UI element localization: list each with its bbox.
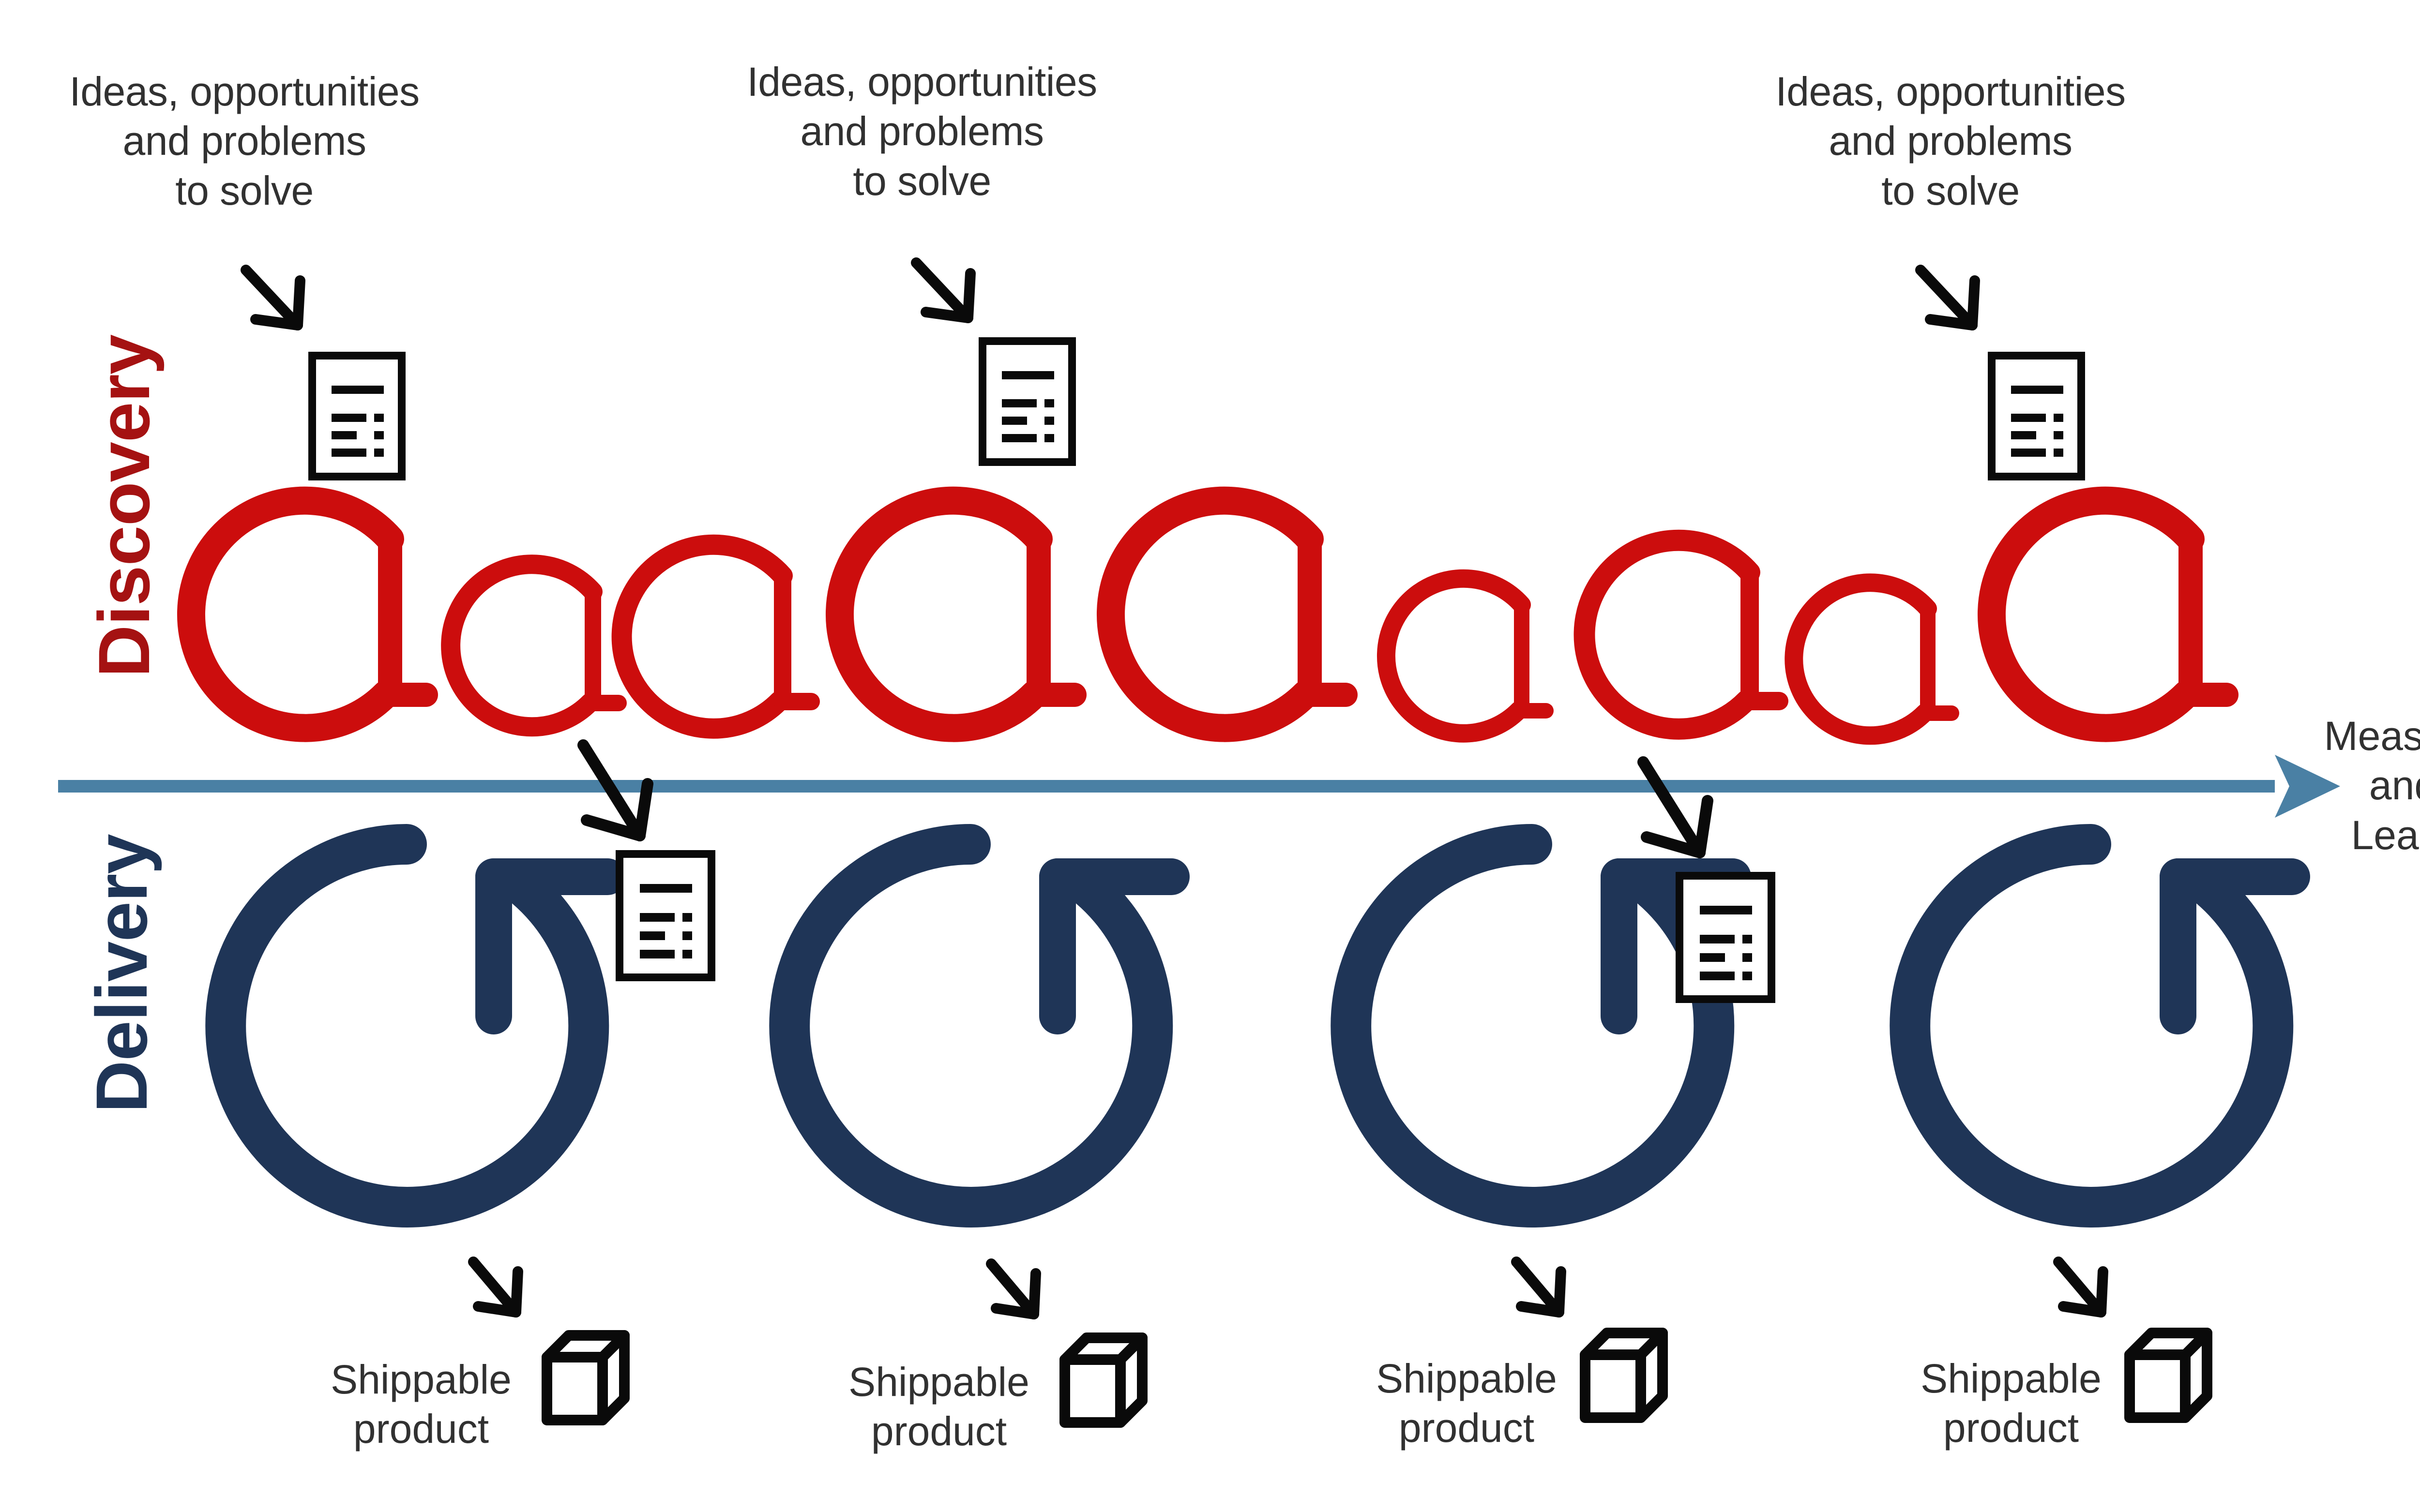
cross-timeline-arrow-1	[577, 739, 653, 841]
document-icon	[979, 337, 1076, 466]
delivery-document-icon-group	[616, 850, 1775, 1003]
cube-icon	[1580, 1328, 1668, 1423]
delivery-to-product-arrow-4	[2053, 1257, 2108, 1317]
idea-caption: Ideas, opportunities and problems to sol…	[747, 59, 1097, 204]
idea-caption: Ideas, opportunities and problems to sol…	[1775, 69, 2126, 213]
shippable-product-caption: Shippable product	[331, 1357, 512, 1452]
timeline-arrow	[58, 755, 2340, 818]
discovery-loop-6	[1376, 569, 1554, 743]
delivery-loop-group	[205, 824, 2310, 1228]
discovery-loop-group	[177, 486, 2238, 745]
idea-caption: Ideas, opportunities and problems to sol…	[69, 69, 420, 213]
delivery-to-product-arrow-1	[468, 1257, 523, 1317]
document-icon	[1676, 872, 1775, 1003]
cross-timeline-arrow-2	[1637, 756, 1713, 858]
idea-to-doc-arrow-2	[911, 257, 976, 323]
document-icon	[308, 352, 406, 480]
discovery-loop-3	[611, 534, 820, 739]
delivery-loop-3	[1331, 824, 1751, 1228]
discovery-loop-4	[826, 486, 1087, 742]
discovery-loop-9	[1978, 486, 2238, 742]
delivery-loop-2	[769, 824, 1190, 1228]
delivery-loop-1	[205, 824, 626, 1228]
cube-icon	[2124, 1328, 2212, 1423]
cube-icon	[542, 1330, 630, 1425]
shippable-product-caption: Shippable product	[848, 1359, 1029, 1454]
cube-icon	[1059, 1332, 1148, 1428]
delivery-to-product-arrow-3	[1511, 1257, 1566, 1317]
measure-and-learn-label: Measure and Learn	[2324, 713, 2420, 858]
shippable-product-caption: Shippable product	[1376, 1356, 1557, 1451]
delivery-to-product-arrow-group	[468, 1257, 2108, 1319]
idea-to-doc-arrow-1	[241, 265, 305, 330]
idea-to-doc-arrow-group	[241, 257, 1980, 330]
discovery-loop-8	[1785, 573, 1959, 745]
cross-timeline-arrow-group	[577, 739, 1713, 858]
lane-label-delivery: Delivery	[81, 834, 162, 1113]
lane-label-discovery: Discovery	[83, 334, 165, 677]
document-icon	[616, 850, 715, 981]
delivery-loop-4	[1890, 824, 2310, 1228]
idea-to-doc-arrow-3	[1915, 265, 1980, 330]
shippable-product-caption: Shippable product	[1921, 1356, 2102, 1451]
discovery-loop-5	[1097, 486, 1358, 742]
discovery-loop-7	[1573, 529, 1788, 740]
discovery-loop-2	[441, 554, 627, 737]
delivery-to-product-arrow-2	[986, 1258, 1041, 1319]
discovery-loop-1	[177, 486, 438, 742]
document-icon	[1988, 352, 2085, 480]
discovery-document-icon-group	[308, 337, 2085, 480]
